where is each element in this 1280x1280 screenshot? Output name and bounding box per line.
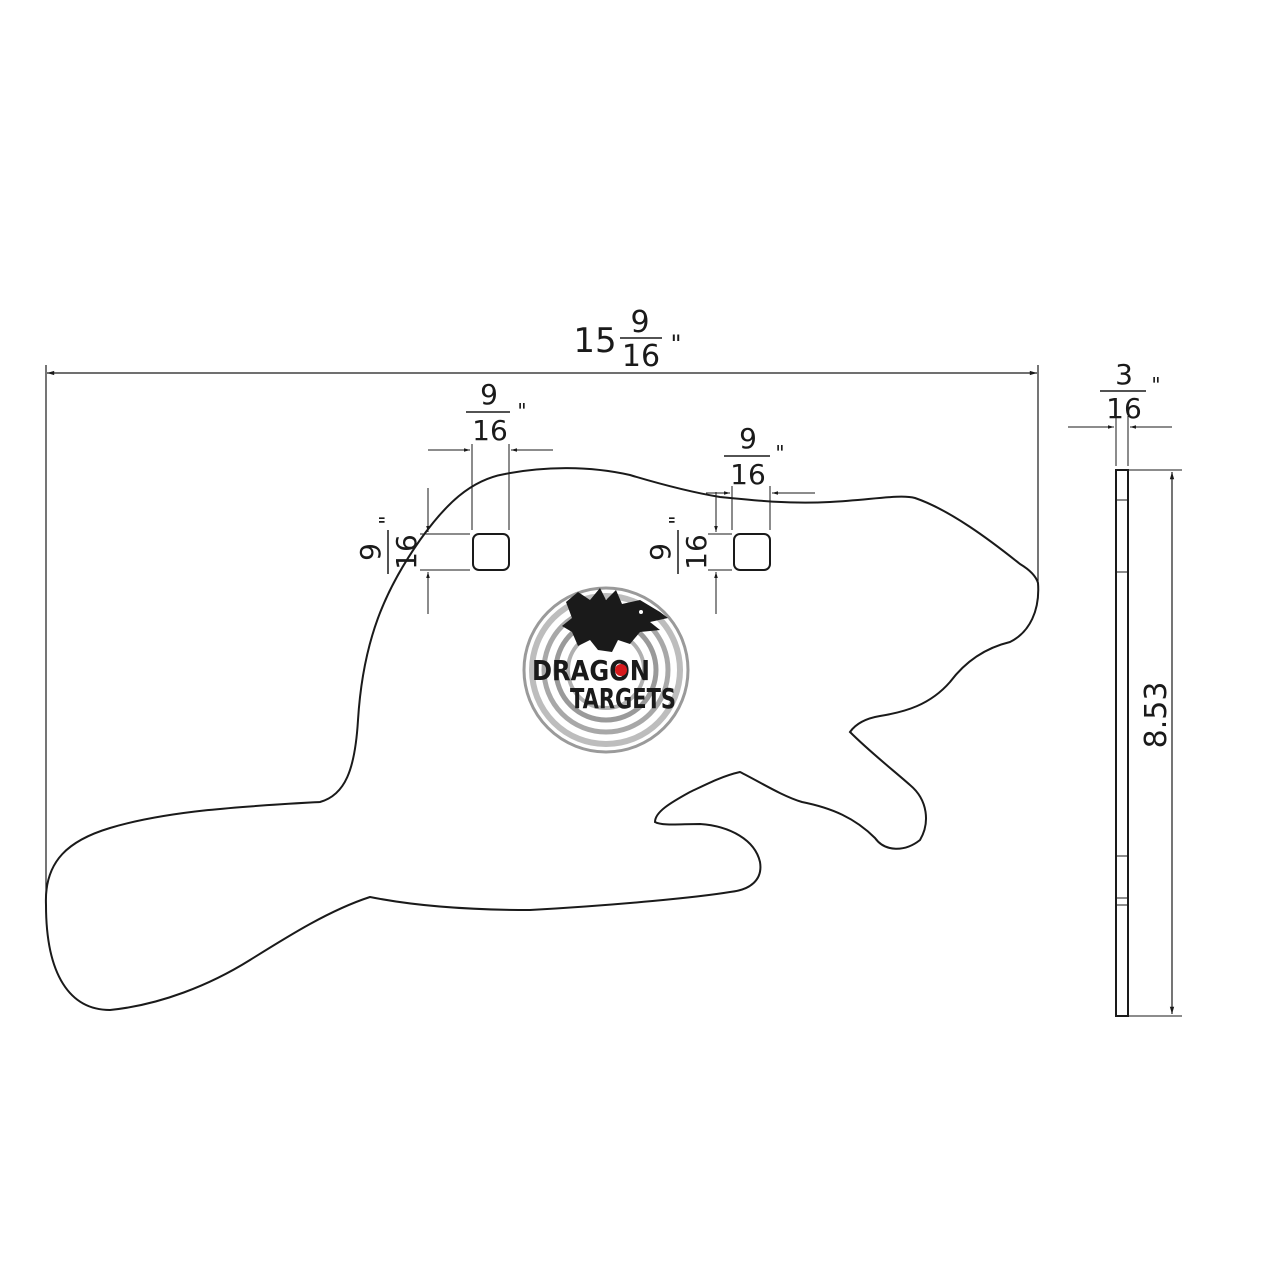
dragon-icon: [562, 588, 668, 652]
logo-line1: DRAGON: [532, 654, 650, 687]
hole-left-width-label: 9 16 ": [466, 378, 527, 447]
svg-text:9: 9: [354, 543, 387, 561]
svg-text:16: 16: [680, 534, 713, 570]
svg-text:16: 16: [390, 534, 423, 570]
svg-text:16: 16: [730, 458, 766, 491]
beaver-silhouette-outline: [44, 467, 1040, 1012]
logo-red-dot-icon: [615, 664, 627, 676]
svg-text:": ": [665, 515, 689, 524]
svg-text:": ": [375, 515, 399, 524]
dragon-targets-logo: DRAGON TARGETS: [522, 586, 690, 754]
svg-text:16: 16: [472, 414, 508, 447]
svg-text:16: 16: [1106, 392, 1142, 425]
thickness-label: 3 16 ": [1100, 358, 1161, 425]
svg-text:": ": [1151, 373, 1160, 397]
side-view-profile: [1115, 469, 1129, 1017]
svg-text:": ": [517, 399, 526, 423]
hole-right-width-label: 9 16 ": [724, 422, 785, 491]
svg-text:9: 9: [739, 422, 757, 455]
logo-line2: TARGETS: [570, 682, 676, 715]
width-whole: 15: [573, 321, 616, 361]
hole-right-height-label: 9 16 ": [644, 515, 713, 574]
width-dimension-label: 15 9 16 ": [573, 305, 681, 374]
hole-left-height-label: 9 16 ": [354, 515, 423, 574]
svg-text:": ": [775, 441, 784, 465]
width-numerator: 9: [630, 305, 649, 340]
svg-text:3: 3: [1115, 358, 1133, 391]
width-denominator: 16: [622, 339, 660, 374]
hole-left: [472, 533, 510, 571]
height-label: 8.53: [1139, 682, 1174, 749]
hole-right: [733, 533, 771, 571]
width-unit: ": [670, 330, 681, 358]
svg-text:9: 9: [644, 543, 677, 561]
svg-text:9: 9: [480, 378, 498, 411]
